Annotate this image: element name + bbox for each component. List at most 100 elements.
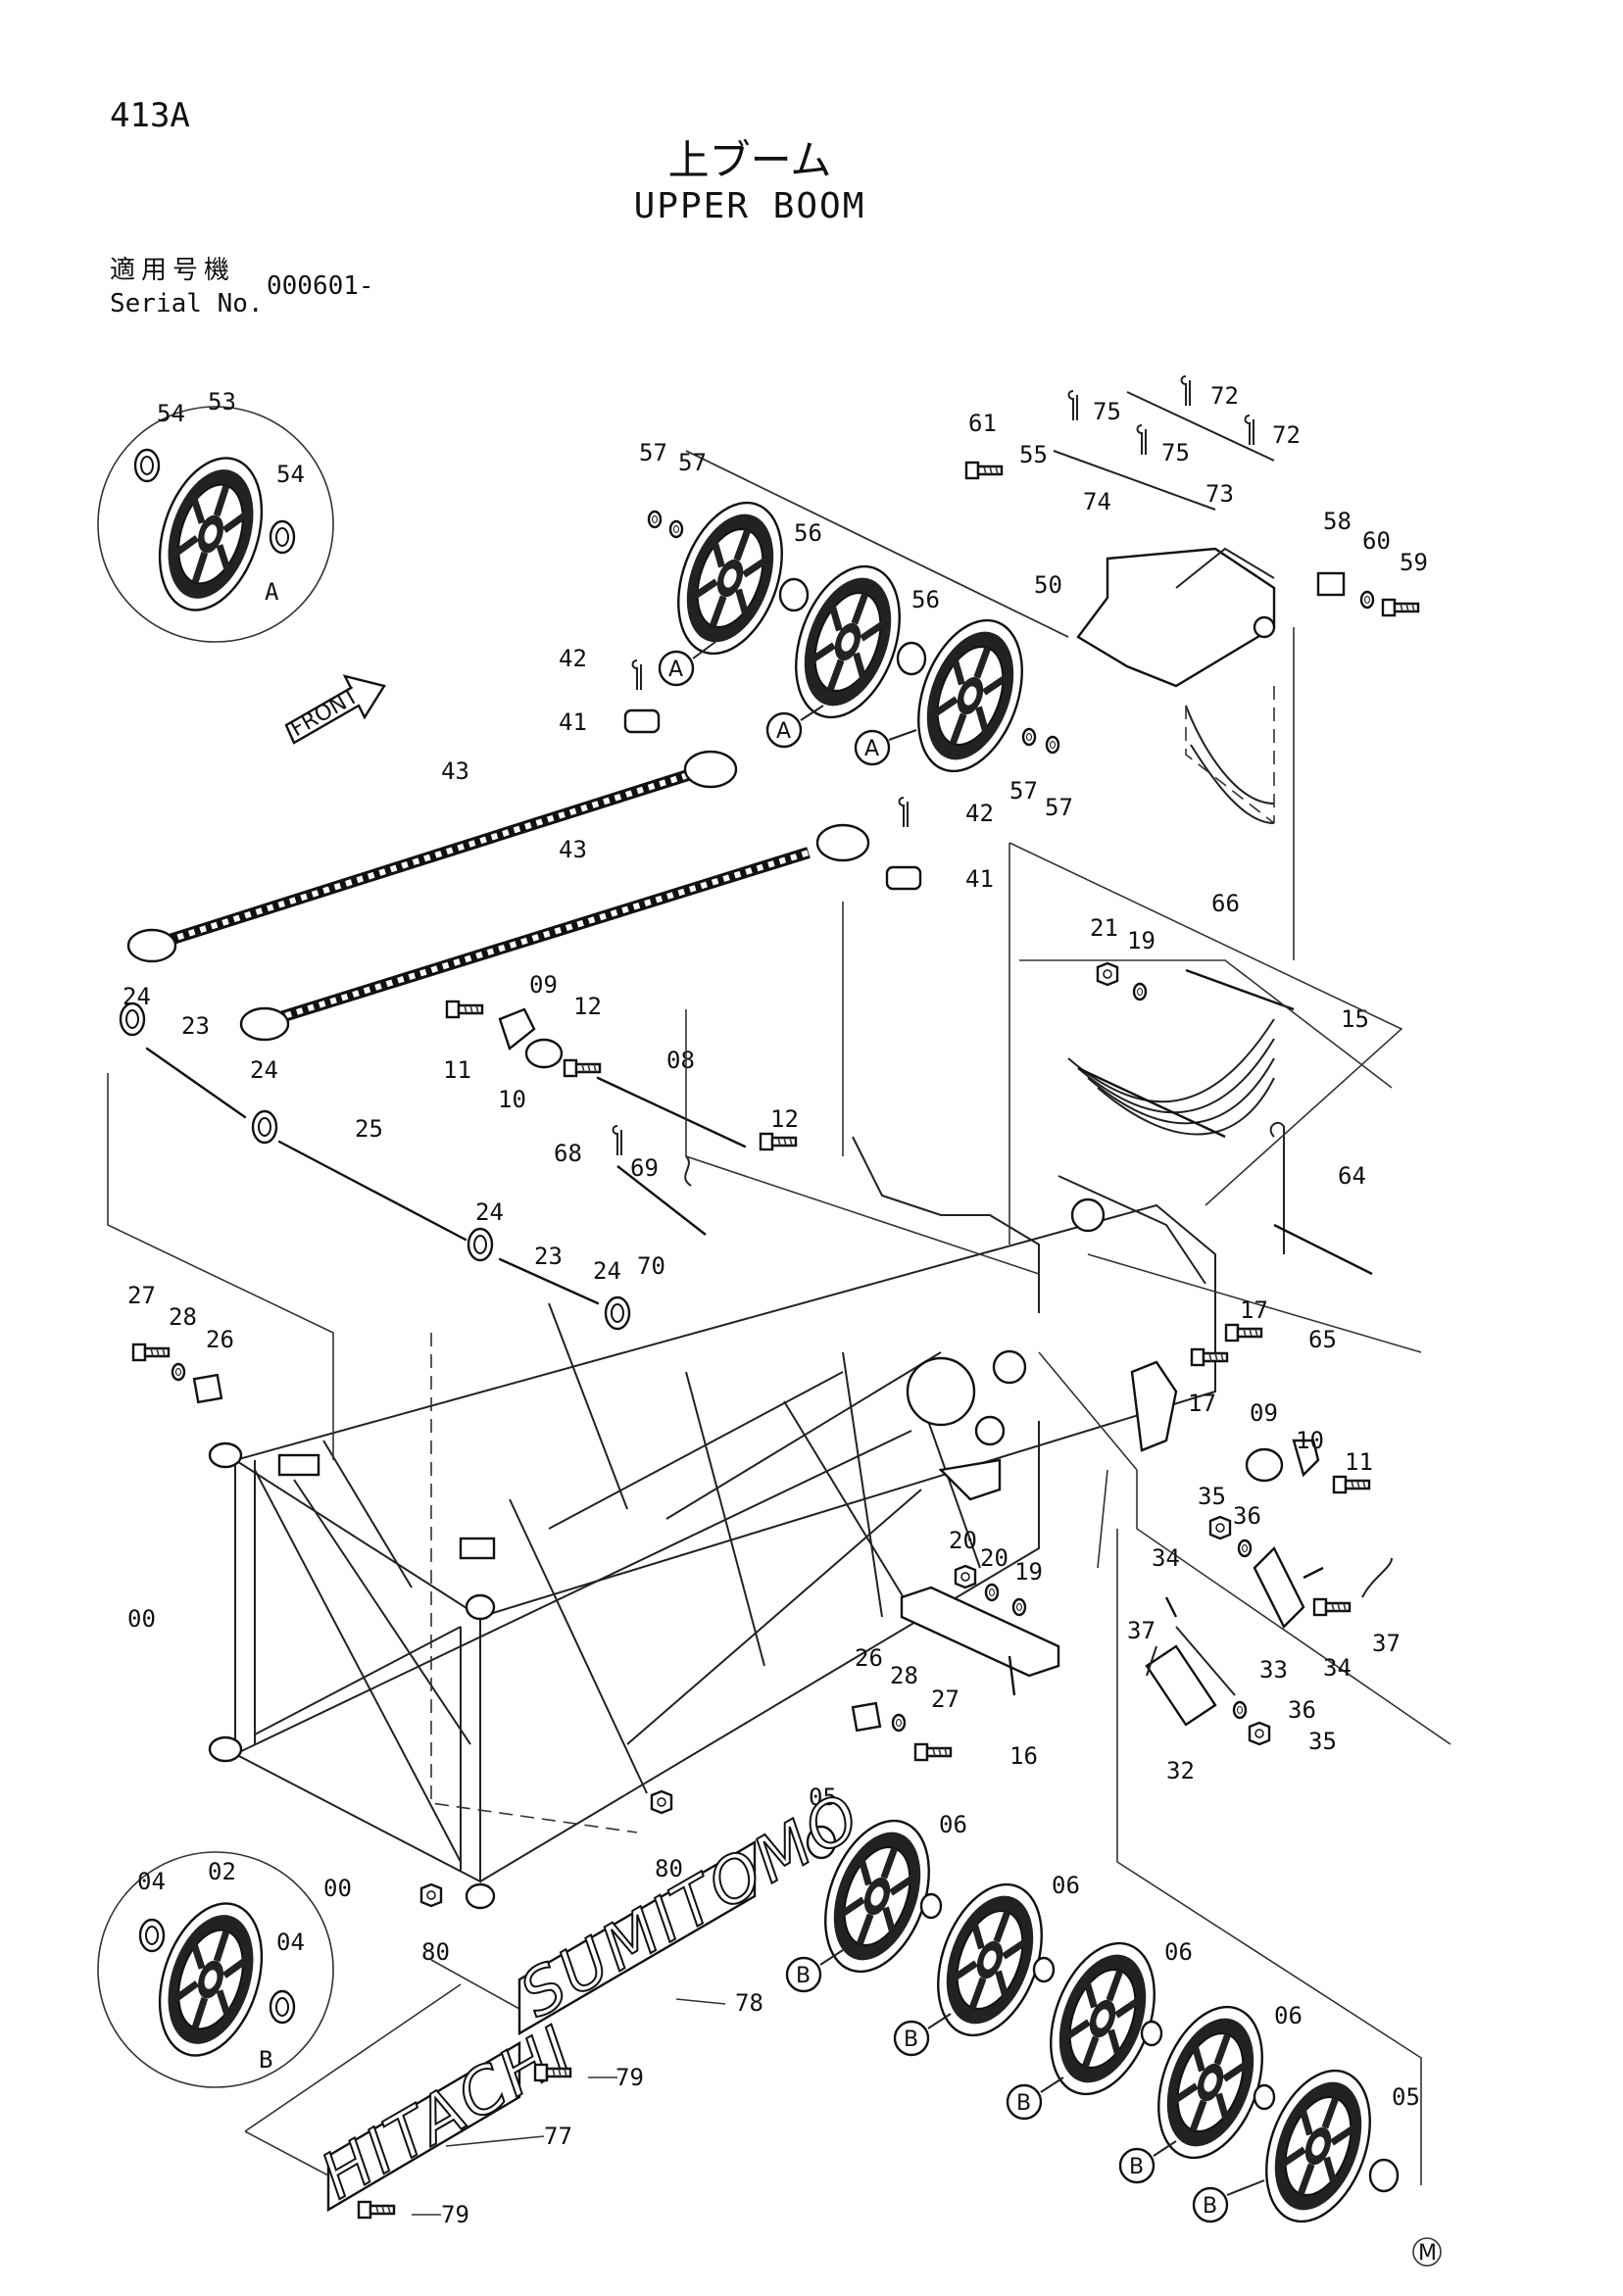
- label-26: 26: [855, 1644, 883, 1672]
- inset-b: 04 02 04 B: [97, 1851, 334, 2088]
- label-61: 61: [968, 410, 997, 437]
- bracket-16-group: 20 20 19 16: [900, 1527, 1060, 1770]
- front-label: FRONT: [287, 684, 364, 743]
- label-64: 64: [1338, 1162, 1366, 1190]
- inset-a-bearing-left: [133, 448, 161, 483]
- label-04: 04: [276, 1929, 305, 1956]
- label-27: 27: [931, 1685, 959, 1713]
- inset-a-bearing-right: [269, 519, 296, 555]
- callout-b-1: B: [785, 1949, 844, 1993]
- label-66: 66: [1211, 890, 1240, 917]
- label-35: 35: [1198, 1483, 1226, 1510]
- label-09: 09: [529, 971, 558, 999]
- front-arrow: FRONT: [284, 674, 386, 745]
- label-24: 24: [123, 983, 151, 1010]
- title-japanese: 上ブーム: [667, 136, 832, 184]
- label-36: 36: [1233, 1502, 1261, 1530]
- nut-80-group: 80 80: [419, 1789, 683, 1966]
- label-17: 17: [1240, 1296, 1268, 1324]
- label-43: 43: [441, 757, 469, 785]
- label-23: 23: [534, 1243, 563, 1270]
- upper-sheave-3: [900, 606, 1042, 785]
- label-65: 65: [1308, 1326, 1337, 1353]
- label-10: 10: [1296, 1427, 1324, 1454]
- label-16: 16: [1009, 1742, 1038, 1770]
- label-25: 25: [355, 1115, 383, 1143]
- label-75: 75: [1093, 398, 1121, 425]
- label-56: 56: [794, 519, 822, 547]
- label-37: 37: [1127, 1617, 1156, 1644]
- pins-spacers-group: 24 23 24 11 10 09 12 08 25 12 68 69 70 6…: [119, 971, 1373, 1353]
- label-21: 21: [1090, 914, 1118, 942]
- lower-sheave-3: [1032, 1929, 1174, 2108]
- label-11: 11: [1345, 1448, 1373, 1476]
- label-00: 00: [127, 1605, 156, 1633]
- label-42: 42: [965, 800, 994, 827]
- label-24: 24: [593, 1257, 621, 1285]
- label-06: 06: [1164, 1938, 1193, 1966]
- label-00: 00: [323, 1875, 352, 1902]
- callout-b-2: B: [893, 2013, 952, 2057]
- label-57: 57: [639, 439, 667, 466]
- label-24: 24: [475, 1198, 504, 1226]
- pendant-ropes: 42 41 43 43 42 41: [126, 645, 994, 1042]
- callout-b-3: B: [1006, 2076, 1064, 2121]
- label-06: 06: [1052, 1872, 1080, 1899]
- label-43: 43: [559, 836, 587, 863]
- label-12: 12: [573, 993, 602, 1020]
- inset-a: 54 53 54 A: [97, 388, 334, 643]
- inset-b-bearing-right: [269, 1989, 296, 2025]
- hitachi-plate: [326, 2040, 521, 2213]
- label-20: 20: [980, 1544, 1008, 1572]
- nameplates: SUMITOMO HITACHI 78 79 77 79: [244, 1778, 876, 2228]
- serial-label-japanese: 適用号機: [110, 256, 236, 285]
- label-73: 73: [1205, 480, 1234, 508]
- label-77: 77: [544, 2123, 572, 2150]
- bracket-26-lower-group: 26 28 27: [851, 1644, 959, 1762]
- inset-a-sheave: [142, 445, 280, 623]
- bracket-26-group: 27 28 26: [127, 1282, 234, 1404]
- svg-text:A: A: [776, 719, 791, 744]
- label-69: 69: [630, 1154, 659, 1182]
- label-72: 72: [1210, 382, 1239, 410]
- label-20: 20: [949, 1527, 977, 1554]
- label-50: 50: [1034, 571, 1062, 599]
- label-15: 15: [1341, 1005, 1369, 1033]
- lower-sheave-5: [1248, 2056, 1390, 2235]
- label-23: 23: [181, 1012, 210, 1040]
- label-37: 37: [1372, 1630, 1401, 1657]
- svg-text:B: B: [904, 2027, 918, 2052]
- label-79: 79: [441, 2201, 469, 2228]
- svg-text:B: B: [796, 1964, 811, 1988]
- label-54: 54: [157, 400, 185, 427]
- label-57: 57: [1045, 794, 1073, 821]
- label-28: 28: [169, 1303, 197, 1331]
- label-11: 11: [443, 1056, 471, 1084]
- svg-text:A: A: [864, 737, 879, 761]
- label-33: 33: [1259, 1656, 1288, 1684]
- hitachi-text: HITACHI: [310, 2012, 587, 2214]
- inset-a-letter: A: [265, 578, 279, 606]
- label-28: 28: [890, 1662, 918, 1689]
- serial-label-english: Serial No.: [110, 289, 264, 318]
- label-72: 72: [1272, 421, 1301, 449]
- hinge-assembly: 17 17 09 10 11 35 36 34 37 37 34 33 36 3…: [1127, 1296, 1401, 1784]
- label-09: 09: [1250, 1399, 1278, 1427]
- label-56: 56: [911, 586, 940, 613]
- upper-sheave-group: A A A 57 57 56 56 57 57: [639, 439, 1073, 821]
- label-34: 34: [1323, 1654, 1352, 1682]
- top-bracket-assembly: 61 55 75 75 72 72 74 73 58 60 59 50 66: [964, 375, 1428, 917]
- label-27: 27: [127, 1282, 156, 1309]
- inset-a-circle: [97, 406, 334, 643]
- label-58: 58: [1323, 508, 1352, 535]
- inset-b-bearing-left: [138, 1918, 166, 1953]
- inset-b-circle: [97, 1851, 334, 2088]
- label-08: 08: [666, 1047, 695, 1074]
- footer-mark-letter: M: [1418, 2241, 1437, 2266]
- callout-b-5: B: [1192, 2179, 1265, 2223]
- label-68: 68: [554, 1140, 582, 1167]
- label-32: 32: [1166, 1757, 1195, 1784]
- rope-guide-assembly: 21 19 15: [1019, 914, 1393, 1139]
- label-05: 05: [809, 1783, 837, 1811]
- label-57: 57: [678, 449, 707, 476]
